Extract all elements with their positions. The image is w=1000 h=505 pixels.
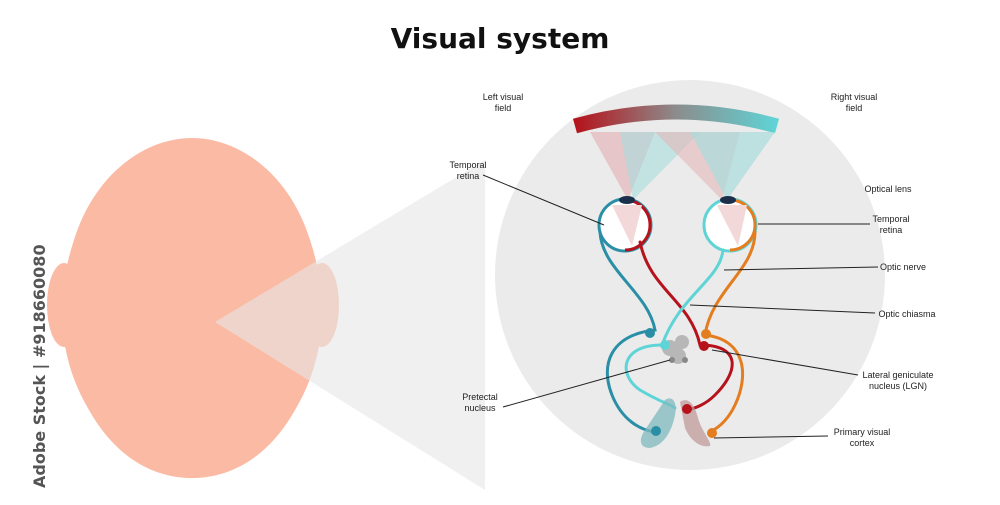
leader-lines [482,174,879,439]
node-teal [645,328,655,338]
label-lgn: Lateral geniculate nucleus (LGN) [862,370,934,391]
label-temporal-retina-right: Temporal retina [872,214,910,235]
cortex-left [640,398,676,448]
page-title: Visual system [390,22,610,55]
label-temporal-retina-left: Temporal retina [449,160,487,181]
watermark: Adobe Stock | #918660080 [6,244,49,488]
node-orange [701,329,711,339]
pathway-teal [598,230,657,434]
label-left-visual-field: Left visual field [482,92,524,113]
label-optical-lens: Optical lens [864,184,912,194]
watermark-text: Adobe Stock | #918660080 [30,244,49,488]
label-right-visual-field: Right visual field [830,92,878,113]
pathway-red [638,240,734,412]
cortex-node-teal [651,426,661,436]
lgn-region [662,335,689,364]
leader-temporal-retina-left [482,174,605,226]
head-shape [62,138,322,478]
leader-optic-chiasma [689,304,876,314]
nerve-pathways [598,230,757,434]
pathway-cyan [624,248,725,410]
zoom-circle [495,80,885,470]
label-optic-chiasma: Optic chiasma [878,309,936,319]
node-red [699,341,709,351]
left-eye [597,196,653,253]
leader-lgn [711,349,859,376]
cortex-node-orange [707,428,717,438]
pathway-orange [703,230,757,434]
leader-pretectal [502,359,671,408]
label-pretectal-nucleus: Pretectal nucleus [462,392,498,413]
zoom-cone [215,160,485,490]
leader-cortex [713,435,829,439]
cortex-node-red [682,404,692,414]
node-cyan [660,340,670,350]
right-eye [702,196,758,253]
leader-optic-nerve [723,266,879,271]
ray-cyan-2 [690,132,775,200]
label-optic-nerve: Optic nerve [879,262,927,272]
visual-field-arc [572,104,780,134]
label-primary-visual-cortex: Primary visual cortex [833,427,891,448]
